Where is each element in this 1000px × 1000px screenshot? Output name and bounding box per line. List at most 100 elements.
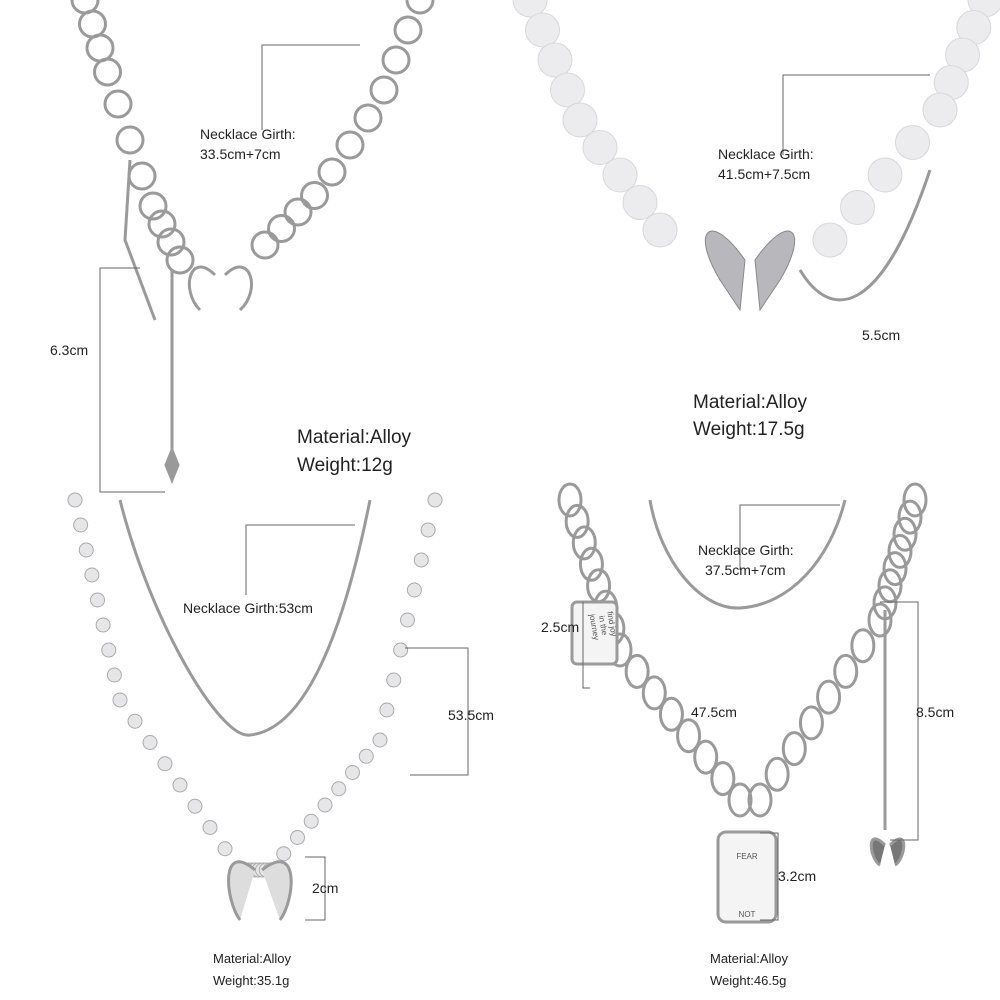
frosted-bead xyxy=(512,0,548,18)
chunky-link xyxy=(571,525,597,561)
frosted-bead xyxy=(550,72,585,108)
pearl-bead xyxy=(379,702,395,718)
chunky-link xyxy=(816,679,842,715)
journey-pendant-text: find joy in the journey xyxy=(587,610,619,641)
chunky-link xyxy=(781,731,807,767)
pearl-bead xyxy=(406,582,422,598)
chunky-link xyxy=(658,696,684,732)
weight-1: Weight:12g xyxy=(297,455,393,476)
pearl-bead xyxy=(95,617,111,633)
pearl-bead xyxy=(276,846,292,862)
pearl-bead xyxy=(90,592,105,608)
material-2: Material:Alloy xyxy=(693,392,808,413)
butterfly-pendant xyxy=(227,860,293,921)
chain-ring xyxy=(283,197,313,227)
pearl-bead xyxy=(420,522,436,538)
dimension-lines xyxy=(99,44,930,921)
chain-ring xyxy=(405,0,435,15)
chunky-link xyxy=(624,653,650,689)
chunky-link xyxy=(641,675,667,711)
frosted-bead xyxy=(895,125,930,160)
pearl-bead xyxy=(202,820,218,835)
chunky-link xyxy=(564,503,590,539)
chunky-link xyxy=(764,756,790,792)
chain-ring xyxy=(138,191,168,221)
chain-ring xyxy=(165,245,195,275)
pearl-length-3: 53.5cm xyxy=(448,707,494,723)
chain-ring xyxy=(156,227,186,257)
material-1: Material:Alloy xyxy=(297,427,412,448)
pearl-bead xyxy=(106,667,122,683)
butterfly-ring-chain-necklace xyxy=(70,0,435,485)
girth-label-3: Necklace Girth:53cm xyxy=(183,600,313,616)
safety-pin-pearl-layered-necklace xyxy=(67,492,443,921)
frosted-bead xyxy=(642,212,678,248)
frosted-bead xyxy=(582,130,618,165)
weight-4: Weight:46.5g xyxy=(710,973,787,988)
frosted-bead xyxy=(840,190,875,225)
weight-3: Weight:35.1g xyxy=(213,973,290,988)
chain-ring xyxy=(78,9,107,39)
girth-label-2: Necklace Girth: xyxy=(718,146,814,162)
chunky-link xyxy=(882,551,908,587)
pearl-bead xyxy=(345,765,360,780)
chunky-link xyxy=(676,718,702,754)
drop-length-4: 8.5cm xyxy=(916,704,955,720)
pearl-bead xyxy=(142,735,158,750)
tag-size-4: 2.5cm xyxy=(541,619,580,635)
pearl-bead xyxy=(317,797,333,813)
frosted-bead xyxy=(602,157,638,193)
pearl-bead xyxy=(127,713,143,729)
pearl-bead xyxy=(303,813,319,829)
chunky-link xyxy=(833,653,859,689)
girth-value-2: 41.5cm+7.5cm xyxy=(718,166,811,182)
pearl-bead xyxy=(217,841,233,857)
chain-ring xyxy=(393,15,423,45)
chunky-link xyxy=(867,602,893,638)
pearl-bead xyxy=(172,777,188,793)
frosted-bead xyxy=(537,42,573,78)
butterfly-charm xyxy=(869,837,906,867)
pendant-size-3: 2cm xyxy=(312,880,339,896)
chain-ring xyxy=(353,103,383,133)
chunky-link xyxy=(727,782,753,818)
chunky-link xyxy=(798,705,824,741)
chunky-link xyxy=(850,628,876,664)
chain-ring xyxy=(317,157,347,187)
chain-ring xyxy=(267,214,296,243)
pearl-bead xyxy=(187,798,203,814)
chain-length-4: 47.5cm xyxy=(691,704,737,720)
chain-ring xyxy=(250,230,280,260)
star-charm xyxy=(164,445,180,485)
chain-ring xyxy=(115,125,145,155)
drop-length-1: 6.3cm xyxy=(50,342,89,358)
pearl-bead xyxy=(157,756,173,772)
pearl-bead xyxy=(84,567,100,583)
chunky-link xyxy=(897,499,923,535)
pearl-bead xyxy=(386,672,402,688)
pearl-bead xyxy=(78,542,94,558)
frosted-bead xyxy=(867,157,903,193)
pearl-bead xyxy=(413,552,429,568)
pearl-bead xyxy=(393,642,409,658)
drop-chain xyxy=(123,159,174,450)
chain-ring xyxy=(147,209,177,239)
chain-ring xyxy=(300,181,329,210)
girth-label-4: Necklace Girth: xyxy=(698,542,794,558)
pearl-bead xyxy=(358,748,374,764)
chunky-link xyxy=(902,482,928,518)
chain-ring xyxy=(103,89,133,119)
chunky-link xyxy=(710,761,736,797)
tag-text-not: NOT xyxy=(738,910,756,919)
tag-text-fear: FEAR xyxy=(736,852,758,861)
weight-2: Weight:17.5g xyxy=(693,419,805,440)
material-4: Material:Alloy xyxy=(710,951,789,966)
pendant-size-4: 3.2cm xyxy=(778,868,817,884)
chunky-link xyxy=(578,546,604,582)
frosted-bead xyxy=(525,12,560,48)
safety-pin-chain xyxy=(118,499,372,737)
pearl-bead xyxy=(67,492,83,508)
extender-length-2: 5.5cm xyxy=(862,327,901,343)
